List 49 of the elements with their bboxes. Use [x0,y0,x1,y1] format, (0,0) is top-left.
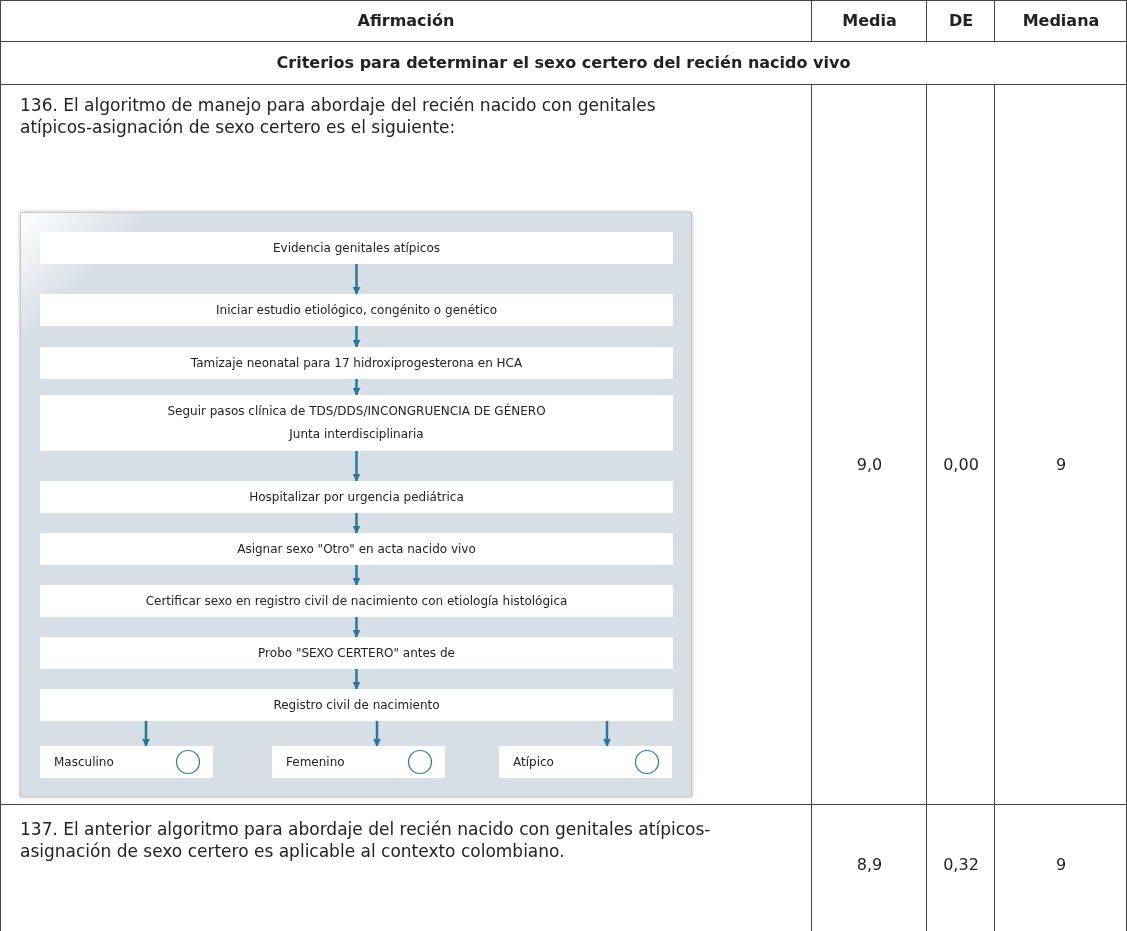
process-box [40,232,673,264]
section-heading: Criterios para determinar el sexo certero del recién nacido vivo [276,53,851,74]
step-text: Hospitalizar por urgencia pediátrica [249,488,464,506]
option-label: Femenino [286,753,345,771]
arrow [352,617,361,638]
arrow [352,326,361,348]
arrow [373,721,381,747]
arrow [352,565,361,586]
statement-text: 137. El anterior algoritmo para abordaje del recién nacido con genitales atípicos-asignación de sexo certero es aplicable al contexto colombiano. [20,818,712,863]
process-box [40,585,673,617]
process-box [40,347,673,379]
column-header: Media [842,10,897,32]
option-label: Masculino [54,753,114,771]
column-header: DE [948,10,974,32]
step-text: Junta interdisciplinaria [289,426,424,443]
column-header: Mediana [1022,10,1100,32]
step-text: Iniciar estudio etiológico, congénito o genético [216,301,497,319]
process-box [40,689,673,721]
process-box [40,637,673,669]
process-box [40,533,673,565]
step-text: Tamizaje neonatal para 17 hidroxiprogesterona en HCA [190,354,523,372]
arrow [603,721,611,747]
option-box [272,746,445,778]
mean-value: 8,9 [856,854,883,876]
option-box [40,746,213,778]
median-value: 9 [1055,454,1067,476]
process-box [40,294,673,326]
arrow [352,669,361,690]
standard-deviation-value: 0,32 [943,854,979,876]
step-text: Probo "SEXO CERTERO" antes de [258,644,455,662]
option-box [499,746,672,778]
option-label: Atípico [513,753,554,771]
statement-text: 136. El algoritmo de manejo para abordaje del recién nacido con genitales atípicos-asignación de sexo certero es el siguiente: [20,94,657,139]
arrow [352,379,361,396]
standard-deviation-value: 0,00 [943,454,979,476]
step-text: Seguir pasos clínica de TDS/DDS/INCONGRUENCIA DE GÉNERO [167,402,546,421]
step-text: Registro civil de nacimiento [273,696,440,714]
arrow [352,451,361,482]
process-box [40,395,673,451]
arrow [352,264,361,295]
arrow [352,513,361,534]
process-box [40,481,673,513]
mean-value: 9,0 [856,454,883,476]
arrow [142,721,150,747]
step-text: Evidencia genitales atípicos [272,239,440,257]
column-header: Afirmación [357,10,455,32]
step-text: Asignar sexo "Otro" en acta nacido vivo [237,540,476,558]
median-value: 9 [1055,854,1067,876]
step-text: Certificar sexo en registro civil de nacimiento con etiología histológica [145,592,568,610]
